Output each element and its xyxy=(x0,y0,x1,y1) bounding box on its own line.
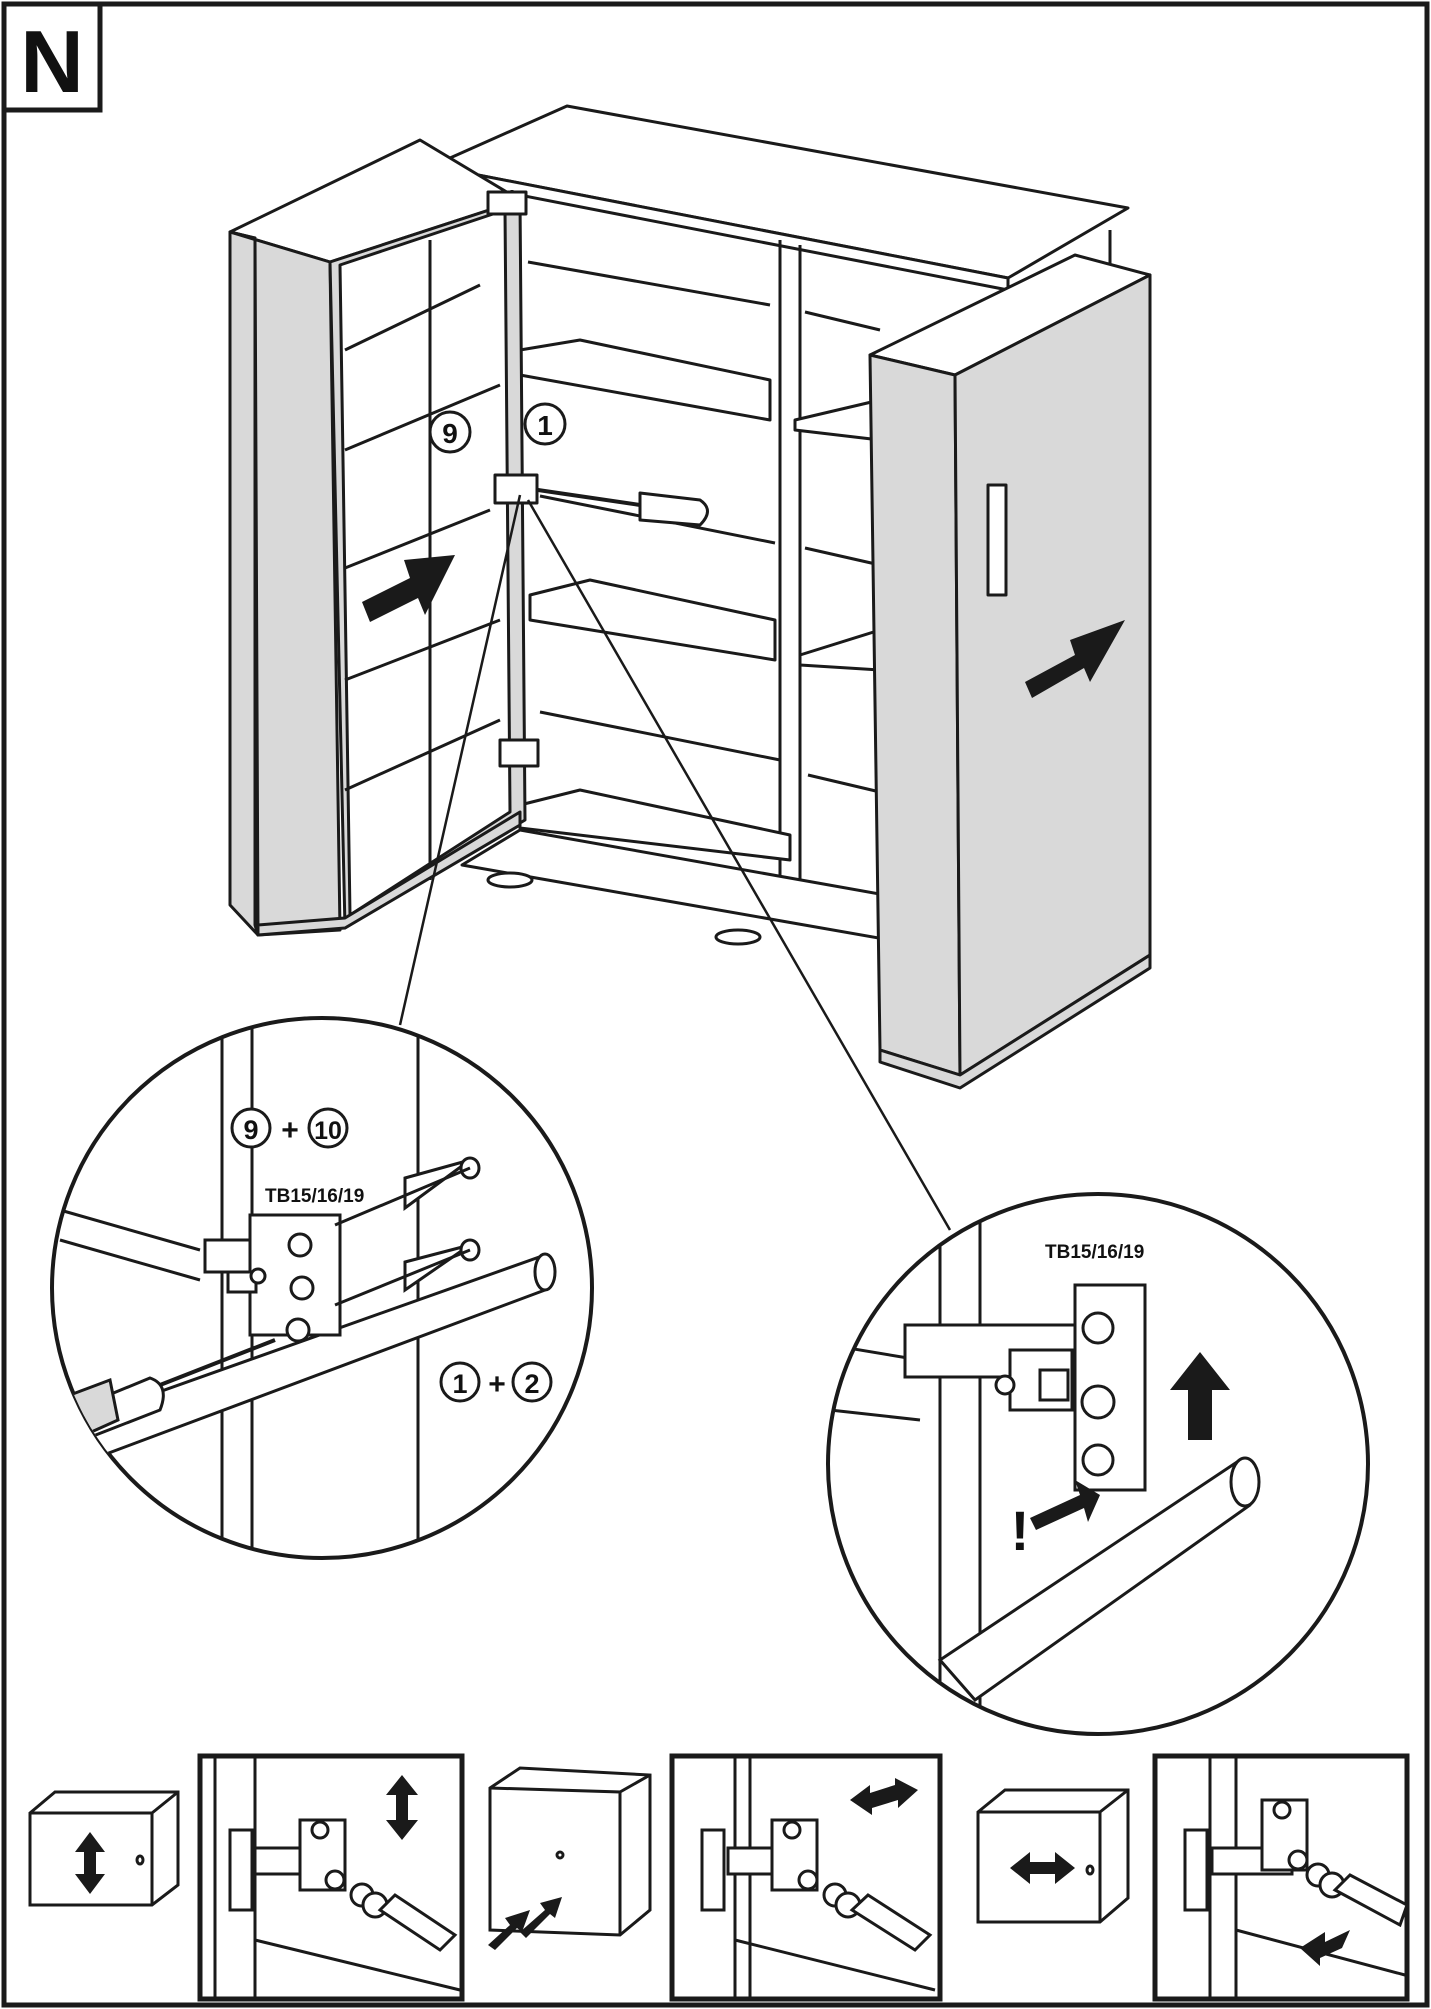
step-badge: N xyxy=(1,1,103,113)
cabinet-illustration xyxy=(228,104,1152,1090)
adjust-cube-depth xyxy=(488,1766,652,1950)
push-arrow-right xyxy=(1025,620,1125,698)
svg-text:9: 9 xyxy=(442,418,458,449)
left-right-arrow-icon xyxy=(1010,1852,1075,1884)
hinge-code-left: TB15/16/19 xyxy=(265,1186,364,1207)
up-down-arrow-icon xyxy=(75,1832,105,1894)
detail-circle-left: 9 + 10 TB15/16/19 1 + 2 xyxy=(50,1016,594,1560)
parts-1-2: 1 + 2 xyxy=(439,1361,553,1403)
leader-line-left xyxy=(398,494,522,1026)
up-down-arrow-icon xyxy=(386,1775,418,1840)
adjust-panel-vertical xyxy=(197,1753,465,2002)
warning-arrow xyxy=(1030,1480,1100,1530)
swap-arrow-icon xyxy=(1300,1930,1350,1966)
left-right-arrow-icon xyxy=(850,1778,918,1815)
svg-text:1: 1 xyxy=(537,410,553,441)
svg-text:+: + xyxy=(488,1368,506,1401)
step-letter: N xyxy=(20,12,84,111)
adjust-cube-horizontal xyxy=(976,1788,1130,1924)
svg-text:2: 2 xyxy=(524,1369,539,1399)
hinge-code-right: TB15/16/19 xyxy=(1045,1242,1144,1263)
svg-text:1: 1 xyxy=(452,1369,467,1399)
detail-circle-right: TB15/16/19 ! xyxy=(826,1192,1370,1736)
leader-line-right xyxy=(526,499,952,1231)
adjust-up-arrow xyxy=(1170,1352,1230,1440)
door-handle xyxy=(986,483,1008,597)
adjust-cube-vertical xyxy=(28,1790,180,1907)
adjust-panel-depth xyxy=(669,1753,943,2002)
callout-part-9: 9 xyxy=(428,410,472,454)
push-arrow-left xyxy=(362,555,455,622)
diagonal-arrow-icon xyxy=(488,1910,530,1950)
svg-text:10: 10 xyxy=(314,1117,342,1145)
warning-mark: ! xyxy=(1011,1499,1030,1562)
parts-9-10: 9 + 10 xyxy=(230,1107,349,1149)
callout-part-1: 1 xyxy=(523,402,567,446)
svg-text:+: + xyxy=(281,1114,299,1147)
adjust-panel-horizontal xyxy=(1152,1753,1410,2002)
svg-text:9: 9 xyxy=(243,1115,258,1145)
